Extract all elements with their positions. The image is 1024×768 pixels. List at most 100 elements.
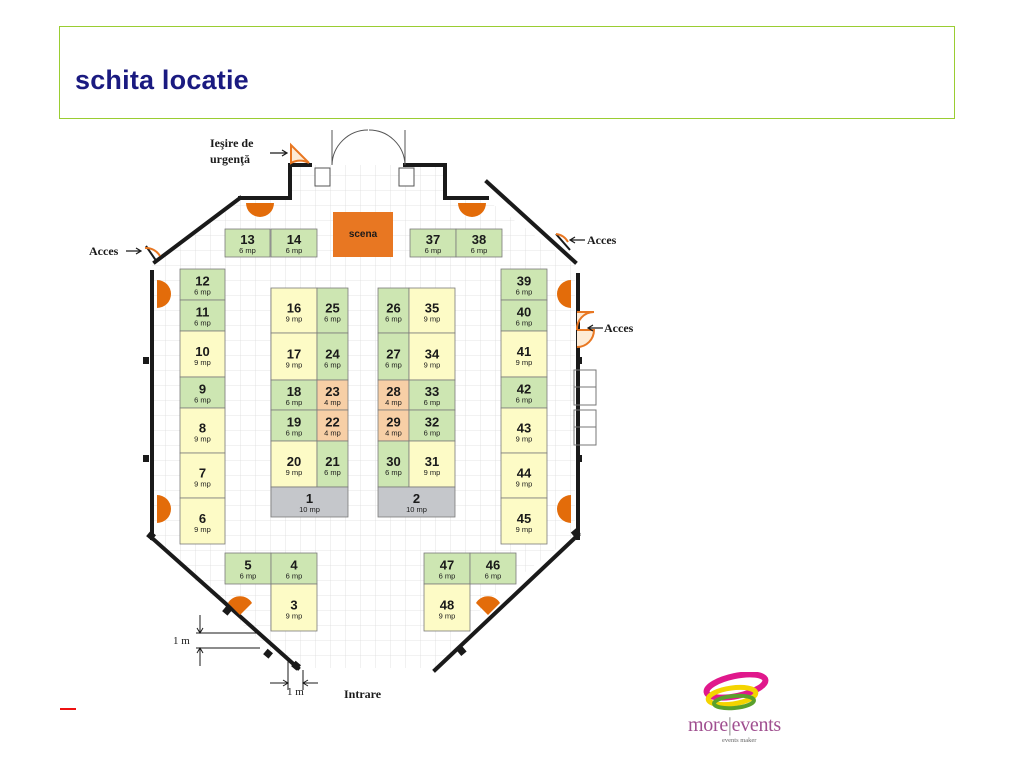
booth-44-number: 44 — [517, 466, 532, 481]
pillars — [157, 203, 571, 615]
booth-19: 196 mp — [270, 409, 318, 442]
access-label-left: Acces — [89, 244, 119, 258]
booth-39-number: 39 — [517, 274, 531, 289]
booth-30-number: 30 — [386, 454, 400, 469]
booth-11-number: 11 — [196, 305, 210, 320]
booth-13-number: 13 — [240, 232, 254, 247]
booth-7-number: 7 — [199, 466, 206, 481]
booth-48-rect — [423, 583, 471, 632]
stage — [333, 212, 393, 257]
booth-47-number: 47 — [440, 558, 454, 573]
more-events-logo: more|events events maker — [686, 671, 796, 748]
booth-6-area: 9 mp — [194, 525, 211, 534]
booth-12: 126 mp — [179, 268, 226, 301]
booth-41-number: 41 — [517, 344, 531, 359]
booth-44: 449 mp — [500, 452, 548, 499]
booth-2: 210 mp — [377, 486, 456, 518]
booth-32: 326 mp — [408, 409, 456, 442]
booth-18-number: 18 — [287, 384, 301, 399]
booth-43: 439 mp — [500, 407, 548, 454]
booth-4: 46 mp — [270, 552, 318, 585]
booth-24-area: 6 mp — [324, 361, 341, 370]
booth-42: 426 mp — [500, 376, 548, 409]
booth-3: 39 mp — [270, 583, 318, 632]
booth-29-rect — [377, 409, 410, 442]
booth-28-number: 28 — [386, 384, 400, 399]
logo-separator: | — [727, 714, 732, 736]
access-top-right-arrow-icon — [568, 236, 585, 244]
booth-43-number: 43 — [517, 421, 531, 436]
booth-33-number: 33 — [425, 384, 439, 399]
booth-5-area: 6 mp — [240, 572, 257, 581]
booth-25: 256 mp — [316, 287, 349, 334]
booth-47: 476 mp — [423, 552, 471, 585]
booth-24: 246 mp — [316, 332, 349, 381]
access-left-arrow-icon — [126, 247, 143, 255]
booth-26: 266 mp — [377, 287, 410, 334]
booth-33: 336 mp — [408, 379, 456, 411]
booth-4-number: 4 — [290, 558, 298, 573]
booth-6-rect — [179, 497, 226, 545]
booth-41-area: 9 mp — [516, 358, 533, 367]
booth-26-area: 6 mp — [385, 315, 402, 324]
booth-19-number: 19 — [287, 415, 301, 430]
booth-6: 69 mp — [179, 497, 226, 545]
booth-21-number: 21 — [325, 454, 339, 469]
booth-14-area: 6 mp — [286, 246, 303, 255]
booth-30: 306 mp — [377, 440, 410, 488]
booth-13-rect — [224, 228, 271, 258]
booth-31-number: 31 — [425, 454, 439, 469]
booth-34-number: 34 — [425, 347, 440, 362]
booth-10-area: 9 mp — [194, 358, 211, 367]
booth-17-rect — [270, 332, 318, 381]
booth-40-number: 40 — [517, 305, 531, 320]
booth-9-number: 9 — [199, 382, 206, 397]
booth-12-rect — [179, 268, 226, 301]
booth-4-area: 6 mp — [286, 572, 303, 581]
booth-29-area: 4 mp — [385, 429, 402, 438]
footer-dash — [60, 708, 76, 710]
booth-12-area: 6 mp — [194, 288, 211, 297]
scale-vertical-label: 1 m — [173, 635, 190, 647]
booth-40-rect — [500, 299, 548, 332]
booth-30-area: 6 mp — [385, 468, 402, 477]
access-label-top-right: Acces — [587, 233, 617, 247]
booth-16: 169 mp — [270, 287, 318, 334]
logo-tagline: events maker — [722, 737, 757, 744]
booth-21-rect — [316, 440, 349, 488]
booth-44-area: 9 mp — [516, 480, 533, 489]
booth-19-area: 6 mp — [286, 429, 303, 438]
booth-29-number: 29 — [386, 415, 400, 430]
booth-43-rect — [500, 407, 548, 454]
booth-47-area: 6 mp — [439, 572, 456, 581]
booth-31-area: 9 mp — [424, 468, 441, 477]
booth-46: 466 mp — [469, 552, 517, 585]
booth-32-area: 6 mp — [424, 429, 441, 438]
booth-12-number: 12 — [195, 274, 209, 289]
booth-37-number: 37 — [426, 232, 440, 247]
logo-brand-left: more — [688, 714, 728, 736]
booth-1-number: 1 — [306, 491, 313, 506]
booth-1: 110 mp — [270, 486, 349, 518]
booth-40: 406 mp — [500, 299, 548, 332]
booth-8-area: 9 mp — [194, 435, 211, 444]
booth-25-area: 6 mp — [324, 315, 341, 324]
booth-20-area: 9 mp — [286, 468, 303, 477]
booth-5-number: 5 — [244, 558, 251, 573]
booth-37-area: 6 mp — [425, 246, 442, 255]
booth-4-rect — [270, 552, 318, 585]
booth-5-rect — [224, 552, 272, 585]
booth-37-rect — [409, 228, 457, 258]
booth-47-rect — [423, 552, 471, 585]
booth-37: 376 mp — [409, 228, 457, 258]
title-box: schita locatie — [59, 26, 955, 119]
booth-20-number: 20 — [287, 454, 301, 469]
booth-45-rect — [500, 497, 548, 545]
booth-16-rect — [270, 287, 318, 334]
booth-38-area: 6 mp — [471, 246, 488, 255]
booth-48-number: 48 — [440, 598, 454, 613]
booth-13-area: 6 mp — [239, 246, 256, 255]
booth-20-rect — [270, 440, 318, 488]
booth-35: 359 mp — [408, 287, 456, 334]
entrance-label: Intrare — [344, 687, 382, 701]
